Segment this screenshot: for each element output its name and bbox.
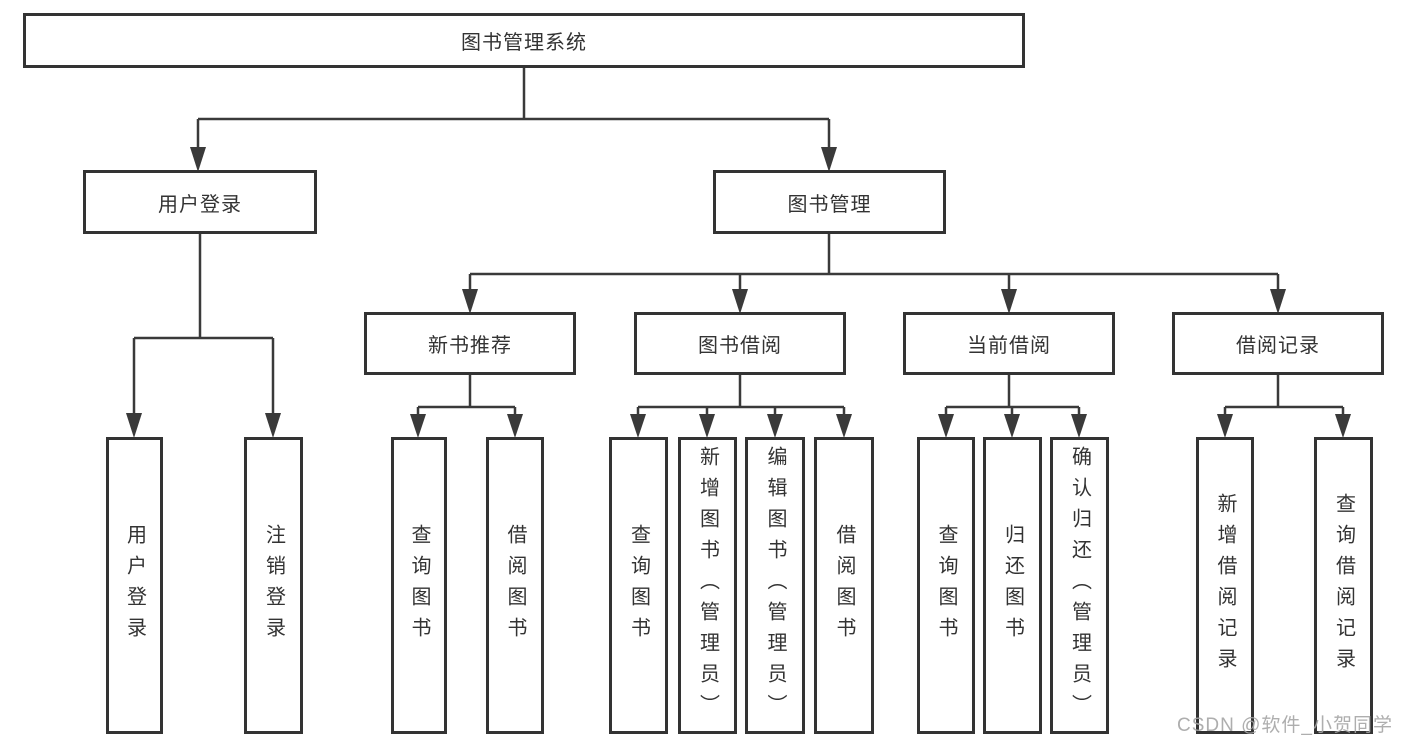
leaf-borrow-books-1: 借阅图书: [486, 437, 544, 734]
node-label: 图书管理系统: [461, 32, 587, 54]
leaf-query-books-3: 查询图书: [917, 437, 975, 734]
node-label: 用户登录: [123, 523, 146, 648]
leaf-confirm-return-admin: 确认归还（管理员）: [1050, 437, 1109, 734]
leaf-query-books-2: 查询图书: [609, 437, 668, 734]
node-borrow-records: 借阅记录: [1172, 312, 1384, 375]
node-label: 当前借阅: [967, 335, 1051, 357]
leaf-edit-books-admin: 编辑图书（管理员）: [745, 437, 805, 734]
node-book-management-system: 图书管理系统: [23, 13, 1025, 68]
leaf-borrow-books-2: 借阅图书: [814, 437, 874, 734]
leaf-add-books-admin: 新增图书（管理员）: [678, 437, 737, 734]
node-label: 归还图书: [1001, 523, 1024, 648]
csdn-watermark: CSDN @软件_小贺同学: [1177, 715, 1393, 736]
node-label: 图书借阅: [698, 335, 782, 357]
node-label: 借阅记录: [1236, 335, 1320, 357]
leaf-return-books: 归还图书: [983, 437, 1042, 734]
node-label: 确认归还（管理员）: [1068, 446, 1091, 725]
node-label: 新书推荐: [428, 335, 512, 357]
leaf-logout: 注销登录: [244, 437, 303, 734]
node-new-book-recommend: 新书推荐: [364, 312, 576, 375]
node-label: 借阅图书: [504, 523, 526, 648]
node-label: 新增借阅记录: [1214, 492, 1236, 679]
node-label: 用户登录: [158, 193, 242, 216]
node-book-management-branch: 图书管理: [713, 170, 946, 234]
node-book-borrow: 图书借阅: [634, 312, 846, 375]
node-label: 查询借阅记录: [1332, 492, 1355, 679]
node-current-borrow: 当前借阅: [903, 312, 1115, 375]
node-label: 借阅图书: [833, 523, 855, 648]
node-label: 注销登录: [262, 523, 285, 648]
node-user-login-branch: 用户登录: [83, 170, 317, 234]
leaf-user-login: 用户登录: [106, 437, 163, 734]
node-label: 新增图书（管理员）: [696, 446, 719, 725]
node-label: 查询图书: [935, 523, 957, 648]
node-label: 查询图书: [627, 523, 650, 648]
node-label: 编辑图书（管理员）: [764, 446, 786, 725]
leaf-add-borrow-record: 新增借阅记录: [1196, 437, 1254, 734]
node-label: 查询图书: [408, 523, 430, 648]
node-label: 图书管理: [787, 193, 872, 216]
leaf-query-borrow-record: 查询借阅记录: [1314, 437, 1373, 734]
leaf-query-books-1: 查询图书: [391, 437, 447, 734]
